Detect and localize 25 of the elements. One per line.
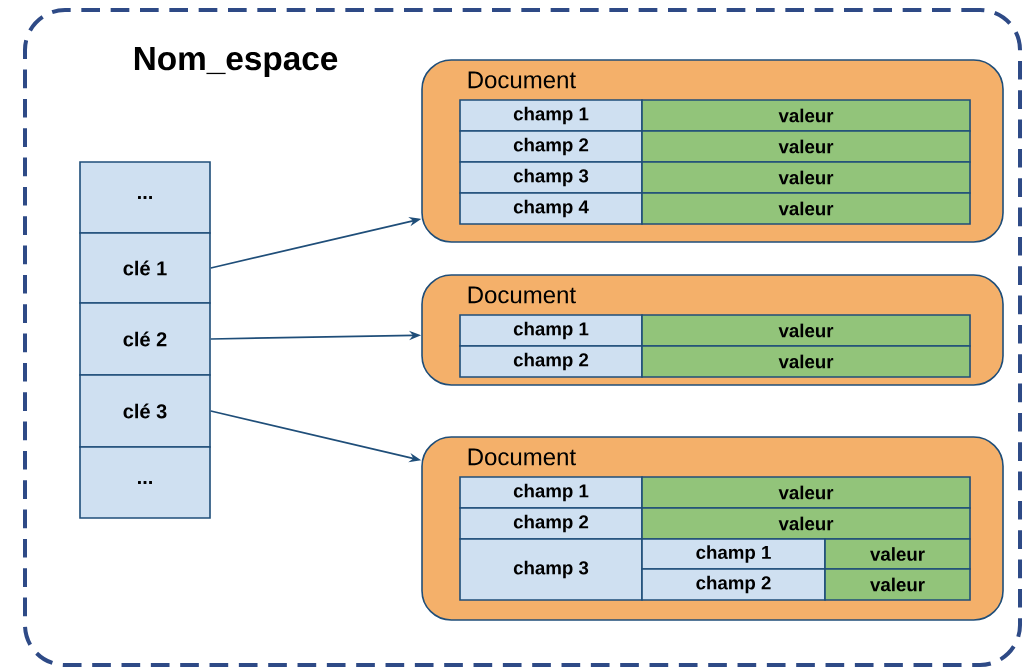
value-cell: valeur [641,345,971,378]
value-cell: valeur [824,538,971,570]
value-cell: valeur [641,130,971,163]
key-cell: clé 1 [79,232,211,304]
value-cell: valeur [641,192,971,225]
key-cell: clé 3 [79,374,211,448]
field-cell: champ 2 [641,568,826,601]
key-cell: ... [79,161,211,234]
field-cell: champ 1 [459,476,643,509]
field-cell: champ 1 [459,314,643,347]
field-cell: champ 4 [459,192,643,225]
value-cell: valeur [824,568,971,601]
field-cell: champ 3 [459,161,643,194]
field-cell: champ 1 [641,538,826,570]
value-cell: valeur [641,99,971,132]
value-cell: valeur [641,314,971,347]
field-cell: champ 1 [459,99,643,132]
key-cell: clé 2 [79,302,211,376]
value-cell: valeur [641,161,971,194]
field-cell: champ 2 [459,507,643,540]
value-cell: valeur [641,476,971,509]
field-cell: champ 2 [459,345,643,378]
field-cell: champ 3 [459,538,643,601]
field-cell: champ 2 [459,130,643,163]
key-cell: ... [79,446,211,519]
